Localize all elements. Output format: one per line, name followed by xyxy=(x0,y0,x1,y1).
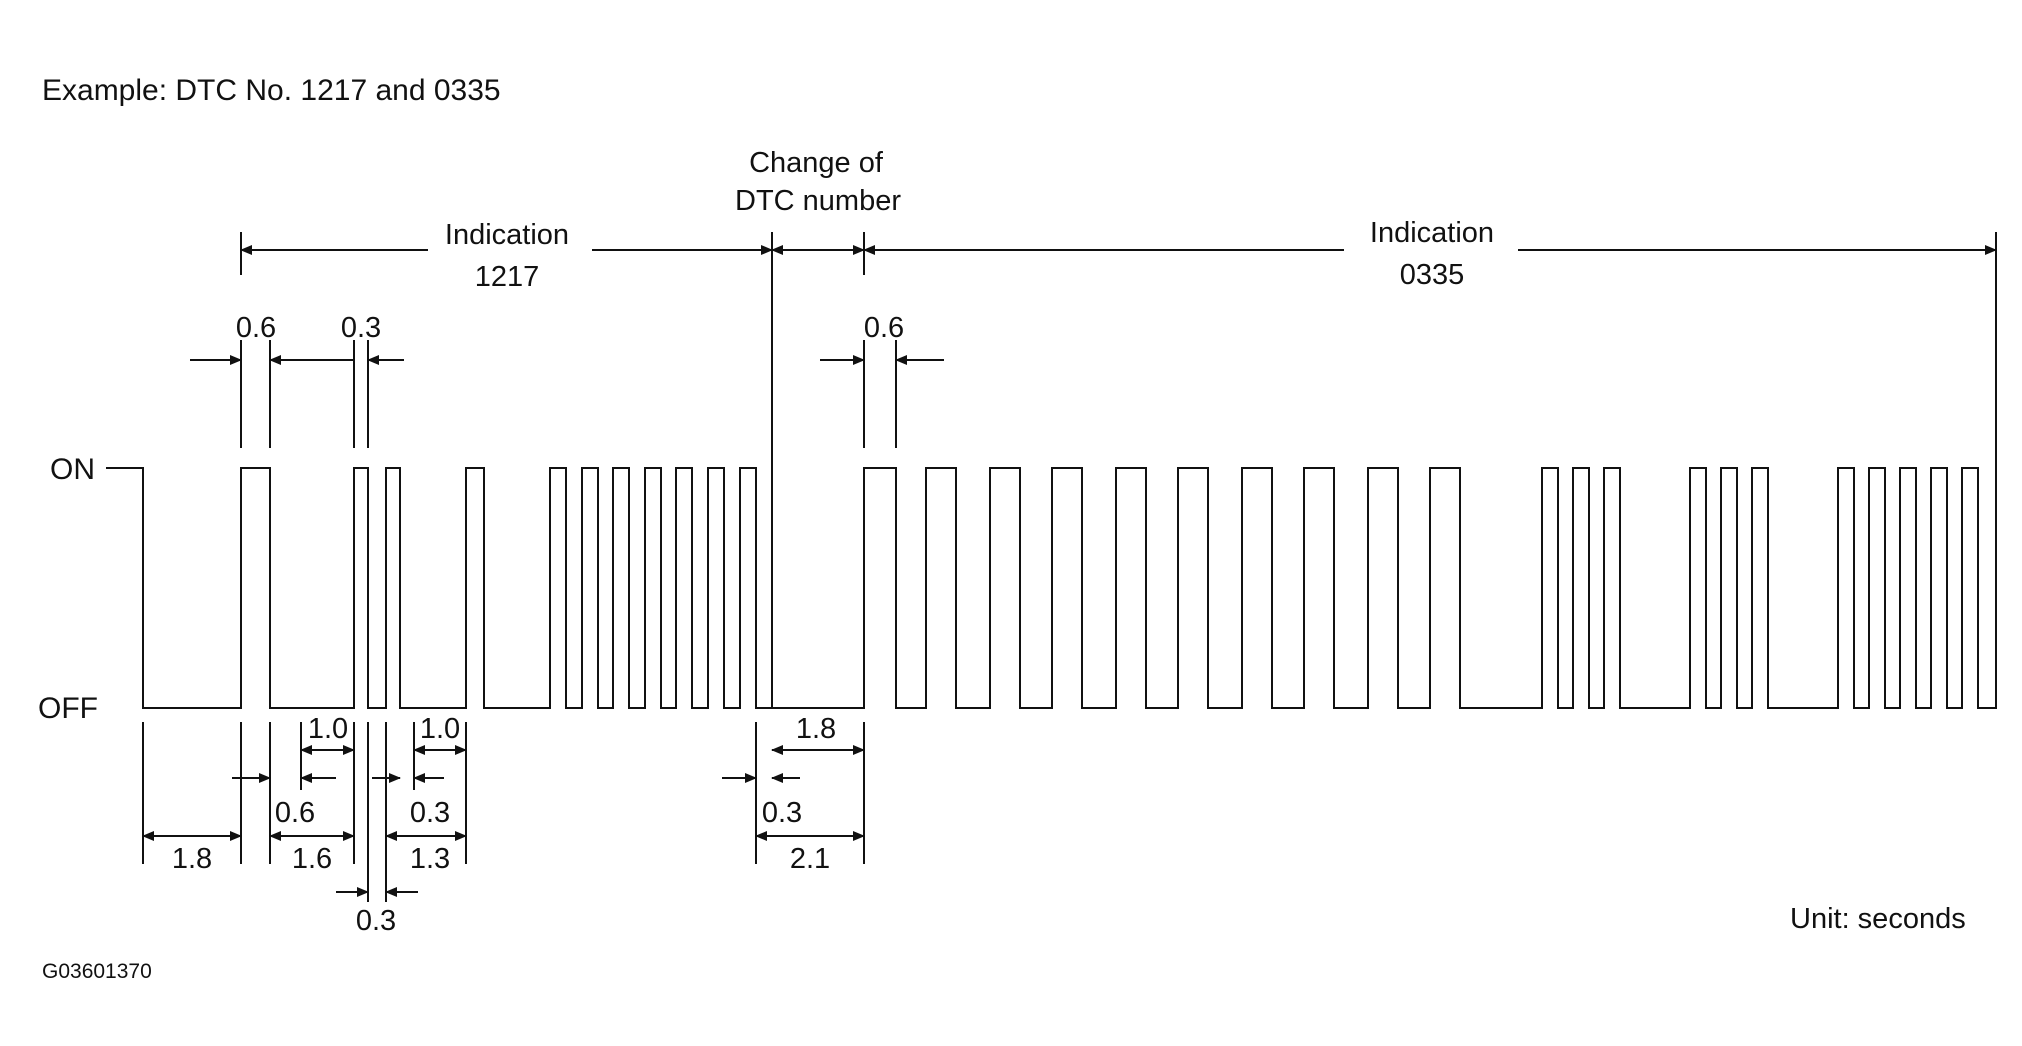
indication-1217-label-line2: 1217 xyxy=(475,261,540,293)
unit-note: Unit: seconds xyxy=(1790,903,1966,935)
label-gap-1-0-second: 1.0 xyxy=(420,713,460,745)
off-level-label: OFF xyxy=(38,692,98,725)
label-digit-1-3: 1.3 xyxy=(410,843,450,875)
indication-0335-label-line2: 0335 xyxy=(1400,259,1465,291)
indication-1217-label-line1: Indication xyxy=(445,219,569,251)
figure-id: G03601370 xyxy=(42,960,152,983)
dim-on-0-6-second xyxy=(820,340,944,448)
label-gap-1-0-first: 1.0 xyxy=(308,713,348,745)
diagram-title: Example: DTC No. 1217 and 0335 xyxy=(42,74,501,107)
label-off-0-3-c: 0.3 xyxy=(762,797,802,829)
label-on-0-6-first: 0.6 xyxy=(236,312,276,344)
label-change-1-8: 1.8 xyxy=(796,713,836,745)
label-digit-1-6: 1.6 xyxy=(292,843,332,875)
dim-on-0-6-first xyxy=(190,340,354,448)
on-level-label: ON xyxy=(50,453,95,486)
lower-extension-lines xyxy=(142,722,865,902)
change-of-dtc-label-line1: Change of xyxy=(749,147,884,179)
label-on-0-3: 0.3 xyxy=(341,312,381,344)
blink-waveform xyxy=(106,467,1997,709)
label-off-0-6: 0.6 xyxy=(275,797,315,829)
label-change-2-1: 2.1 xyxy=(790,843,830,875)
label-start-1-8: 1.8 xyxy=(172,843,212,875)
change-of-dtc-label-line2: DTC number xyxy=(735,185,901,217)
dim-on-0-3 xyxy=(353,340,404,448)
indication-0335-label-line1: Indication xyxy=(1370,217,1494,249)
section-boundaries xyxy=(240,232,1997,708)
label-off-0-3-a: 0.3 xyxy=(356,905,396,937)
label-on-0-6-second: 0.6 xyxy=(864,312,904,344)
label-off-0-3-b: 0.3 xyxy=(410,797,450,829)
dim-gap-1-0-first xyxy=(300,745,355,783)
